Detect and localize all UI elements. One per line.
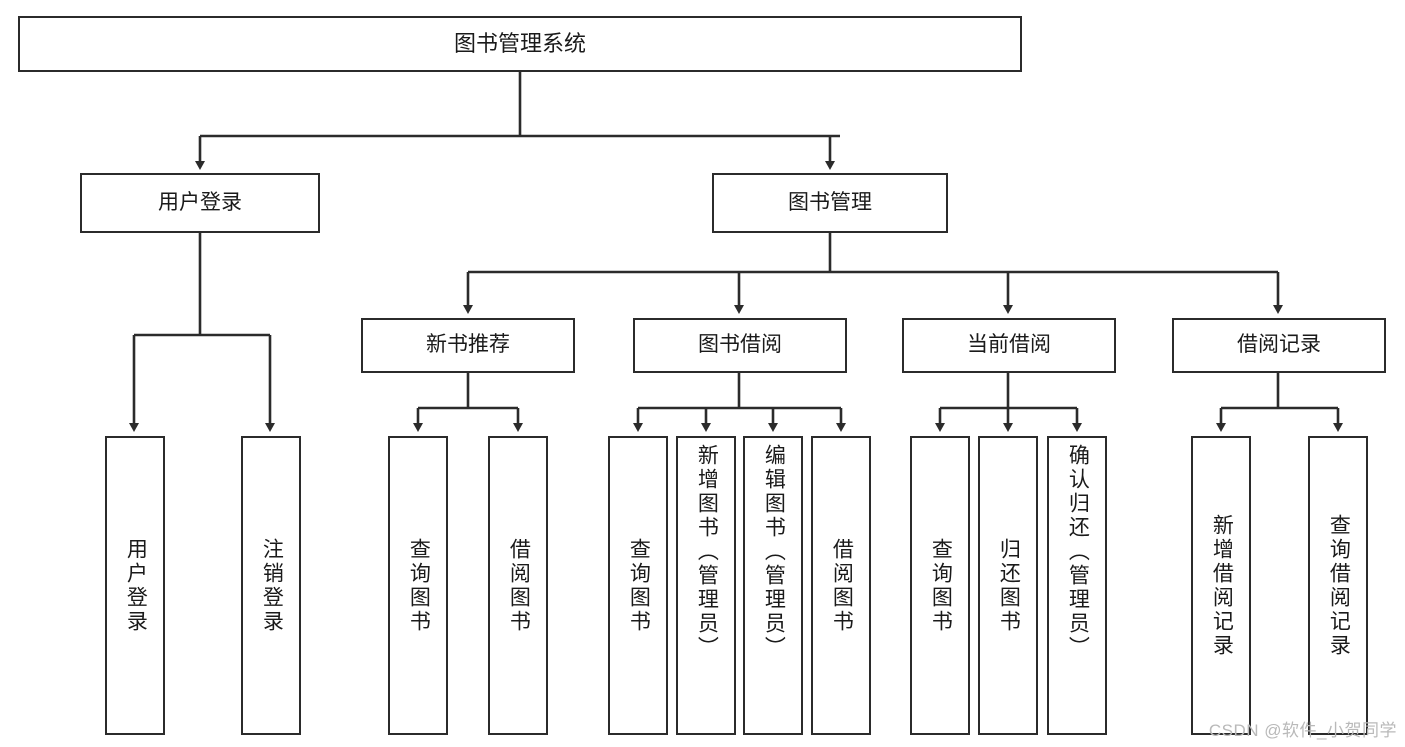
leaf-new-book-query[interactable]: 查询图书 <box>388 436 448 735</box>
node-label: 注销登录 <box>260 537 284 634</box>
node-label: 用户登录 <box>158 190 242 214</box>
node-label: 借阅图书 <box>830 537 854 634</box>
node-book-management[interactable]: 图书管理 <box>712 173 948 233</box>
node-label: 新增图书（管理员） <box>695 444 719 660</box>
node-label: 查询图书 <box>627 537 651 634</box>
node-book-borrow[interactable]: 图书借阅 <box>633 318 847 373</box>
node-borrow-record[interactable]: 借阅记录 <box>1172 318 1386 373</box>
node-label: 查询图书 <box>407 537 431 634</box>
leaf-borrow-record-add[interactable]: 新增借阅记录 <box>1191 436 1251 735</box>
node-label: 用户登录 <box>124 537 148 634</box>
node-label: 查询图书 <box>929 537 953 634</box>
leaf-borrow-record-query[interactable]: 查询借阅记录 <box>1308 436 1368 735</box>
node-label: 图书管理系统 <box>453 31 586 57</box>
leaf-current-borrow-query[interactable]: 查询图书 <box>910 436 970 735</box>
node-label: 归还图书 <box>997 537 1021 634</box>
node-label: 借阅图书 <box>507 537 531 634</box>
leaf-user-login-login[interactable]: 用户登录 <box>105 436 165 735</box>
leaf-book-borrow-borrow[interactable]: 借阅图书 <box>811 436 871 735</box>
leaf-book-borrow-query[interactable]: 查询图书 <box>608 436 668 735</box>
node-current-borrow[interactable]: 当前借阅 <box>902 318 1116 373</box>
node-label: 查询借阅记录 <box>1327 513 1351 658</box>
leaf-book-borrow-add[interactable]: 新增图书（管理员） <box>676 436 736 735</box>
node-label: 编辑图书（管理员） <box>762 444 786 660</box>
node-label: 新增借阅记录 <box>1210 513 1234 658</box>
leaf-user-login-logout[interactable]: 注销登录 <box>241 436 301 735</box>
leaf-book-borrow-edit[interactable]: 编辑图书（管理员） <box>743 436 803 735</box>
node-new-book-recommend[interactable]: 新书推荐 <box>361 318 575 373</box>
node-label: 确认归还（管理员） <box>1066 444 1090 660</box>
leaf-current-borrow-confirm-return[interactable]: 确认归还（管理员） <box>1047 436 1107 735</box>
watermark-text: CSDN @软件_小贺同学 <box>1208 721 1397 740</box>
node-label: 图书借阅 <box>698 333 782 357</box>
node-label: 新书推荐 <box>426 333 510 357</box>
leaf-new-book-borrow[interactable]: 借阅图书 <box>488 436 548 735</box>
node-user-login[interactable]: 用户登录 <box>80 173 320 233</box>
leaf-current-borrow-return[interactable]: 归还图书 <box>978 436 1038 735</box>
node-label: 借阅记录 <box>1237 333 1321 357</box>
node-label: 当前借阅 <box>967 333 1051 357</box>
node-label: 图书管理 <box>788 190 872 214</box>
node-root-system[interactable]: 图书管理系统 <box>18 16 1022 72</box>
